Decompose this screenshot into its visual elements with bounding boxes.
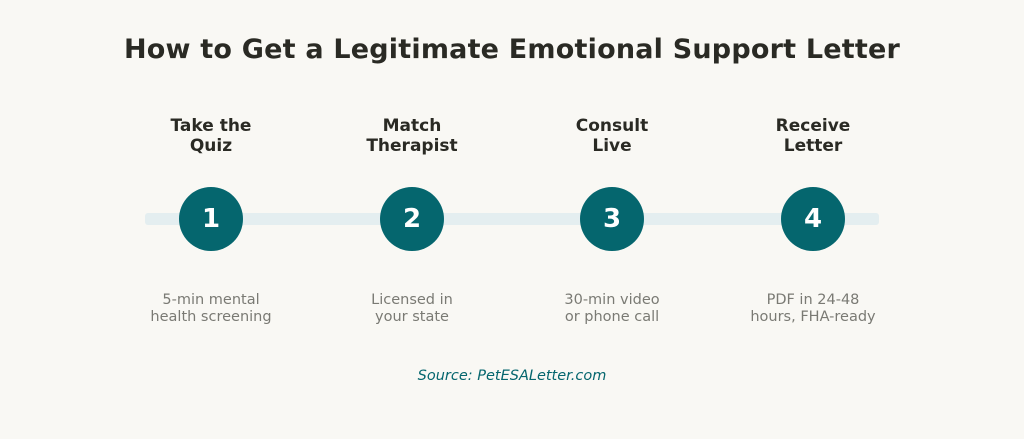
- step-label-line: Therapist: [366, 136, 458, 156]
- step-label-line: Receive: [775, 116, 851, 136]
- step-label: Match Therapist: [312, 116, 512, 156]
- step-1: Take the Quiz 1 5-min mental health scre…: [111, 0, 311, 439]
- step-description-line: Licensed in: [371, 292, 453, 308]
- step-label-line: Live: [592, 136, 632, 156]
- timeline-track: [145, 213, 879, 225]
- step-label-line: Quiz: [189, 136, 233, 156]
- step-description-line: 30-min video: [564, 292, 660, 308]
- step-description: 5-min mental health screening: [111, 292, 311, 326]
- step-label: Take the Quiz: [111, 116, 311, 156]
- step-label: Receive Letter: [713, 116, 913, 156]
- step-number-badge: 3: [580, 187, 644, 251]
- step-description: PDF in 24-48 hours, FHA-ready: [713, 292, 913, 326]
- step-description: Licensed in your state: [312, 292, 512, 326]
- step-description: 30-min video or phone call: [512, 292, 712, 326]
- page-title: How to Get a Legitimate Emotional Suppor…: [124, 34, 900, 65]
- step-label-line: Match: [382, 116, 442, 136]
- step-number-badge: 1: [179, 187, 243, 251]
- step-description-line: your state: [375, 309, 449, 325]
- step-2: Match Therapist 2 Licensed in your state: [312, 0, 512, 439]
- step-3: Consult Live 3 30-min video or phone cal…: [512, 0, 712, 439]
- step-label-line: Take the: [170, 116, 252, 136]
- step-description-line: or phone call: [564, 309, 660, 325]
- step-label: Consult Live: [512, 116, 712, 156]
- step-number-badge: 4: [781, 187, 845, 251]
- step-label-line: Consult: [575, 116, 649, 136]
- step-description-line: PDF in 24-48: [766, 292, 860, 308]
- step-description-line: hours, FHA-ready: [750, 309, 876, 325]
- source-caption: Source: PetESALetter.com: [417, 368, 607, 384]
- step-description-line: health screening: [150, 309, 272, 325]
- step-4: Receive Letter 4 PDF in 24-48 hours, FHA…: [713, 0, 913, 439]
- step-description-line: 5-min mental: [162, 292, 260, 308]
- step-number-badge: 2: [380, 187, 444, 251]
- step-label-line: Letter: [783, 136, 843, 156]
